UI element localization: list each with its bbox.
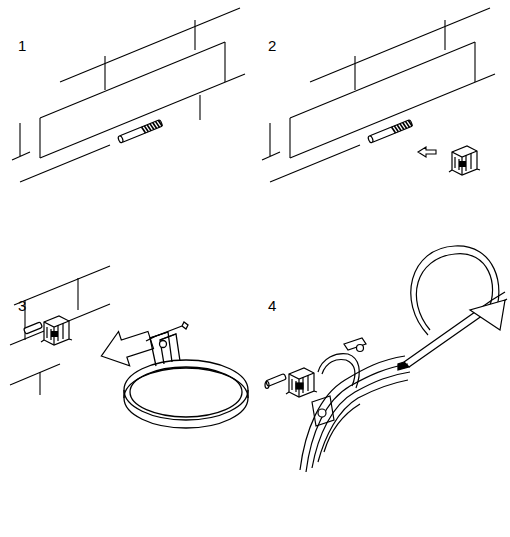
mounting-illustration <box>367 120 412 144</box>
pipe-clamp <box>124 360 248 420</box>
screwdriver <box>398 292 507 370</box>
pipe-clamp <box>124 322 248 428</box>
brick-wall <box>39 372 40 395</box>
rotation-arrow <box>416 254 492 330</box>
brick-wall <box>289 118 290 158</box>
pipe-clamp <box>130 367 242 417</box>
direction-arrow <box>418 147 436 157</box>
clamp-assembly <box>324 404 360 452</box>
brick-wall <box>474 42 475 82</box>
clamp-assembly <box>306 364 408 472</box>
rotation-arrow <box>411 246 499 335</box>
clamp-assembly <box>265 338 410 472</box>
brick-wall <box>20 145 110 182</box>
pipe-clamp <box>160 341 167 348</box>
brick-wall <box>12 123 30 160</box>
rotation-arrow <box>470 300 505 330</box>
clamp-assembly <box>318 409 326 417</box>
brick-wall <box>194 20 195 50</box>
pipe-clamp <box>124 368 248 428</box>
brick-wall <box>354 56 355 90</box>
brick-wall <box>444 20 445 50</box>
brick-wall <box>77 278 78 310</box>
pipe-clamp <box>124 390 248 398</box>
brick-wall <box>104 56 105 90</box>
step-number: 1 <box>18 38 26 53</box>
brick-wall <box>39 118 40 158</box>
brick-wall <box>10 364 60 385</box>
step-number: 4 <box>268 298 276 313</box>
clamp-assembly <box>322 360 355 386</box>
step-number: 2 <box>268 38 276 53</box>
brick-wall <box>60 8 240 82</box>
brick-wall <box>310 8 490 82</box>
mounting-illustration <box>449 146 480 175</box>
clamp-assembly <box>286 368 317 397</box>
clamp-assembly <box>318 354 359 388</box>
clamp-assembly <box>357 345 364 352</box>
brick-wall <box>290 74 495 158</box>
brick-wall <box>270 145 360 182</box>
brick-wall <box>10 8 495 395</box>
brick-wall <box>224 42 225 82</box>
brick-wall <box>262 123 280 160</box>
brick-wall <box>290 42 475 118</box>
mounting-illustration <box>117 120 162 144</box>
clamp-assembly <box>312 396 334 426</box>
brick-wall <box>14 266 110 305</box>
clip-on-stud <box>41 316 72 345</box>
screwdriver <box>398 362 409 370</box>
clamp-assembly <box>265 382 269 389</box>
brick-wall <box>199 95 200 120</box>
clip-on-stud <box>24 316 72 345</box>
brick-wall <box>40 42 225 118</box>
rotation-arrow <box>411 246 505 335</box>
pipe-clamp <box>156 322 188 336</box>
clamp-assembly <box>312 372 410 468</box>
direction-arrow <box>96 323 157 373</box>
pipe-clamp <box>146 336 156 341</box>
step-number: 3 <box>18 298 26 313</box>
clip-on-stud <box>24 322 43 334</box>
brick-wall <box>40 74 245 158</box>
